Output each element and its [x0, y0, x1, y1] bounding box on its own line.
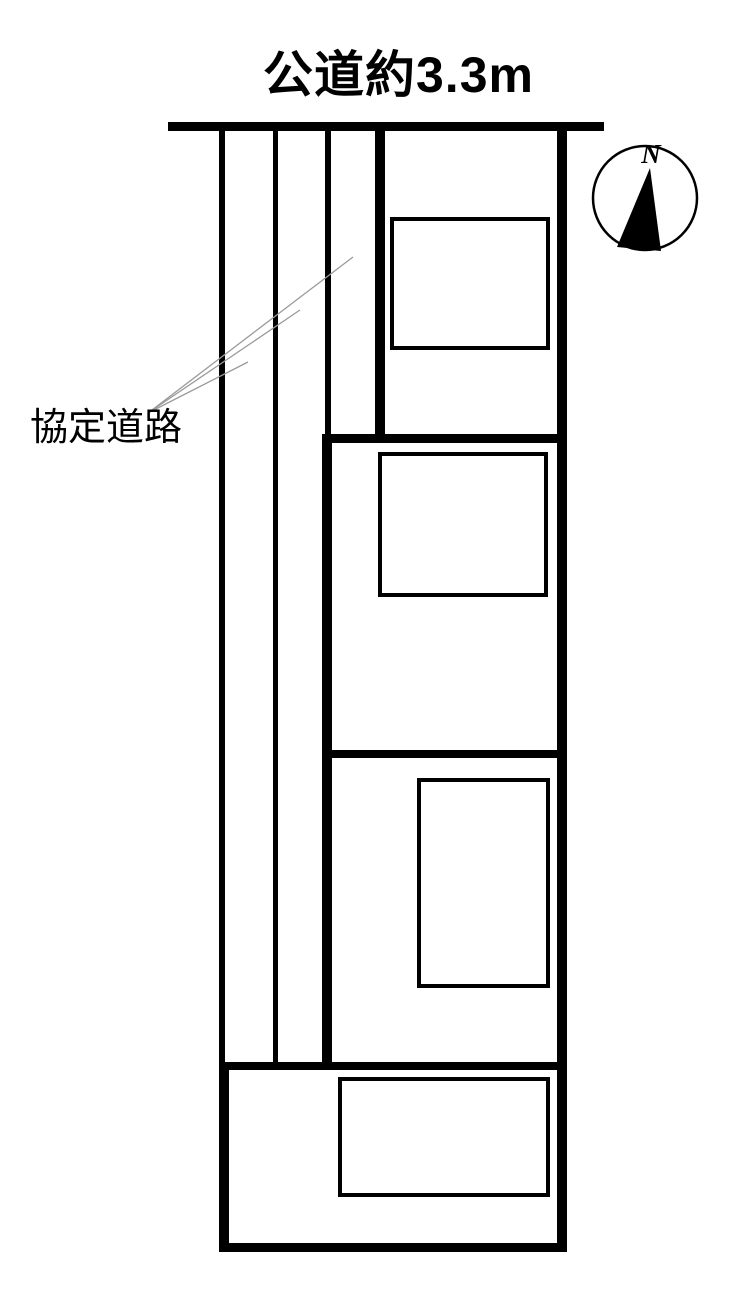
- agreement-road-label: 協定道路: [30, 407, 183, 449]
- building-footprint-parcel-4: [338, 1077, 550, 1197]
- leader-line-1: [147, 256, 354, 414]
- compass-north-label: N: [641, 139, 661, 169]
- building-footprint-parcel-2: [378, 452, 548, 597]
- parcel-1-left-border: [375, 131, 385, 439]
- parcels-right-border: [557, 126, 567, 1252]
- compass-needle: [617, 168, 661, 251]
- public-road-width-label: 公道約3.3m: [263, 47, 534, 103]
- agreement-road-leader-lines: [147, 256, 354, 414]
- parcel-4-bottom-border: [219, 1243, 567, 1252]
- parcel-1-2-divider: [323, 434, 567, 443]
- agreement-road-line-2: [273, 131, 278, 1066]
- parcel-4-left-border: [219, 1062, 229, 1252]
- compass-north-icon: [591, 144, 699, 252]
- building-footprint-parcel-1: [390, 217, 550, 350]
- agreement-road-line-3: [325, 131, 331, 437]
- parcel-3-4-divider: [219, 1062, 567, 1070]
- parcel-2-3-divider: [322, 750, 567, 758]
- agreement-road-line-1: [219, 131, 225, 1066]
- public-road-line: [168, 122, 604, 131]
- building-footprint-parcel-3: [417, 778, 550, 988]
- leader-line-3: [147, 361, 249, 414]
- leader-line-2: [147, 309, 301, 414]
